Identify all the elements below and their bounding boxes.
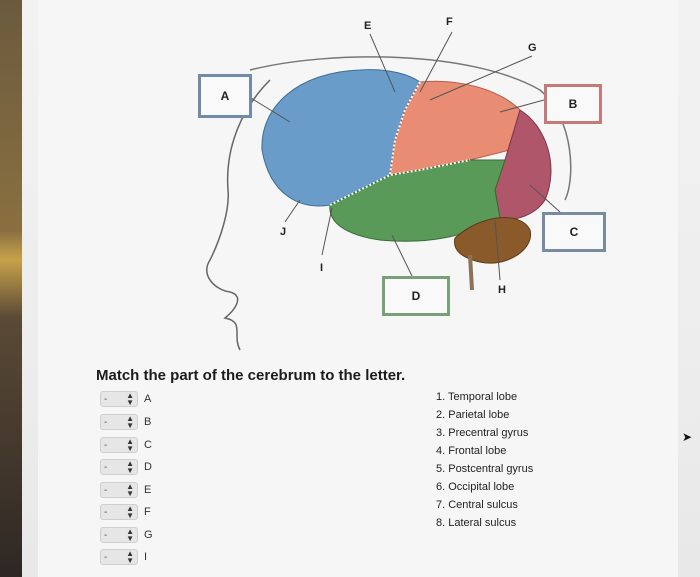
label-j: J [280,226,287,238]
select-label: I [144,551,148,563]
select-c[interactable]: - ▲▼ [100,437,138,453]
label-box-a: A [198,74,252,118]
screen-bezel [0,0,22,577]
select-label: E [144,484,152,496]
answer-item: 5. Postcentral gyrus [436,463,534,475]
select-i[interactable]: - ▲▼ [100,549,138,565]
frontal-lobe [261,69,421,207]
select-row-g: - ▲▼ G [100,526,153,544]
select-label: B [144,416,152,428]
label-e: E [364,20,372,32]
label-box-c: C [542,212,606,252]
brain-diagram [206,31,572,351]
select-row-d: - ▲▼ D [100,458,152,476]
select-row-f: - ▲▼ F [100,503,151,521]
answer-item: 7. Central sulcus [436,499,518,511]
select-label: A [144,393,152,405]
updown-arrows-icon: ▲▼ [126,459,134,475]
label-h: H [498,284,506,296]
answer-item: 4. Frontal lobe [436,445,507,457]
select-g[interactable]: - ▲▼ [100,527,138,543]
select-row-b: - ▲▼ B [100,413,151,431]
arrow-cursor-icon: ➤ [682,430,693,444]
select-label: G [144,529,153,541]
select-f[interactable]: - ▲▼ [100,504,138,520]
temporal-lobe [329,159,506,242]
answer-item: 8. Lateral sulcus [436,517,517,529]
updown-arrows-icon: ▲▼ [126,391,134,407]
select-row-a: - ▲▼ A [100,390,151,408]
updown-arrows-icon: ▲▼ [126,527,134,543]
label-box-d: D [382,276,450,316]
label-box-b: B [544,84,602,124]
answer-item: 6. Occipital lobe [436,481,515,493]
answer-item: 3. Precentral gyrus [436,427,529,439]
question-title: Match the part of the cerebrum to the le… [96,367,406,384]
select-row-c: - ▲▼ C [100,436,152,454]
select-b[interactable]: - ▲▼ [100,414,138,430]
select-label: C [144,439,152,451]
select-row-i: - ▲▼ I [100,548,147,566]
select-e[interactable]: - ▲▼ [100,482,138,498]
answer-item: 2. Parietal lobe [436,409,510,421]
label-i: I [320,262,324,274]
select-row-e: - ▲▼ E [100,481,151,499]
cerebellum [453,217,531,264]
select-label: F [144,506,151,518]
updown-arrows-icon: ▲▼ [126,414,134,430]
select-label: D [144,461,152,473]
updown-arrows-icon: ▲▼ [126,437,134,453]
updown-arrows-icon: ▲▼ [126,549,134,565]
updown-arrows-icon: ▲▼ [126,482,134,498]
select-a[interactable]: - ▲▼ [100,391,138,407]
updown-arrows-icon: ▲▼ [126,504,134,520]
label-g: G [528,42,537,54]
label-f: F [446,16,453,28]
answer-list: 1. Temporal lobe 2. Parietal lobe 3. Pre… [436,388,533,532]
answer-item: 1. Temporal lobe [436,391,518,403]
select-d[interactable]: - ▲▼ [100,459,138,475]
